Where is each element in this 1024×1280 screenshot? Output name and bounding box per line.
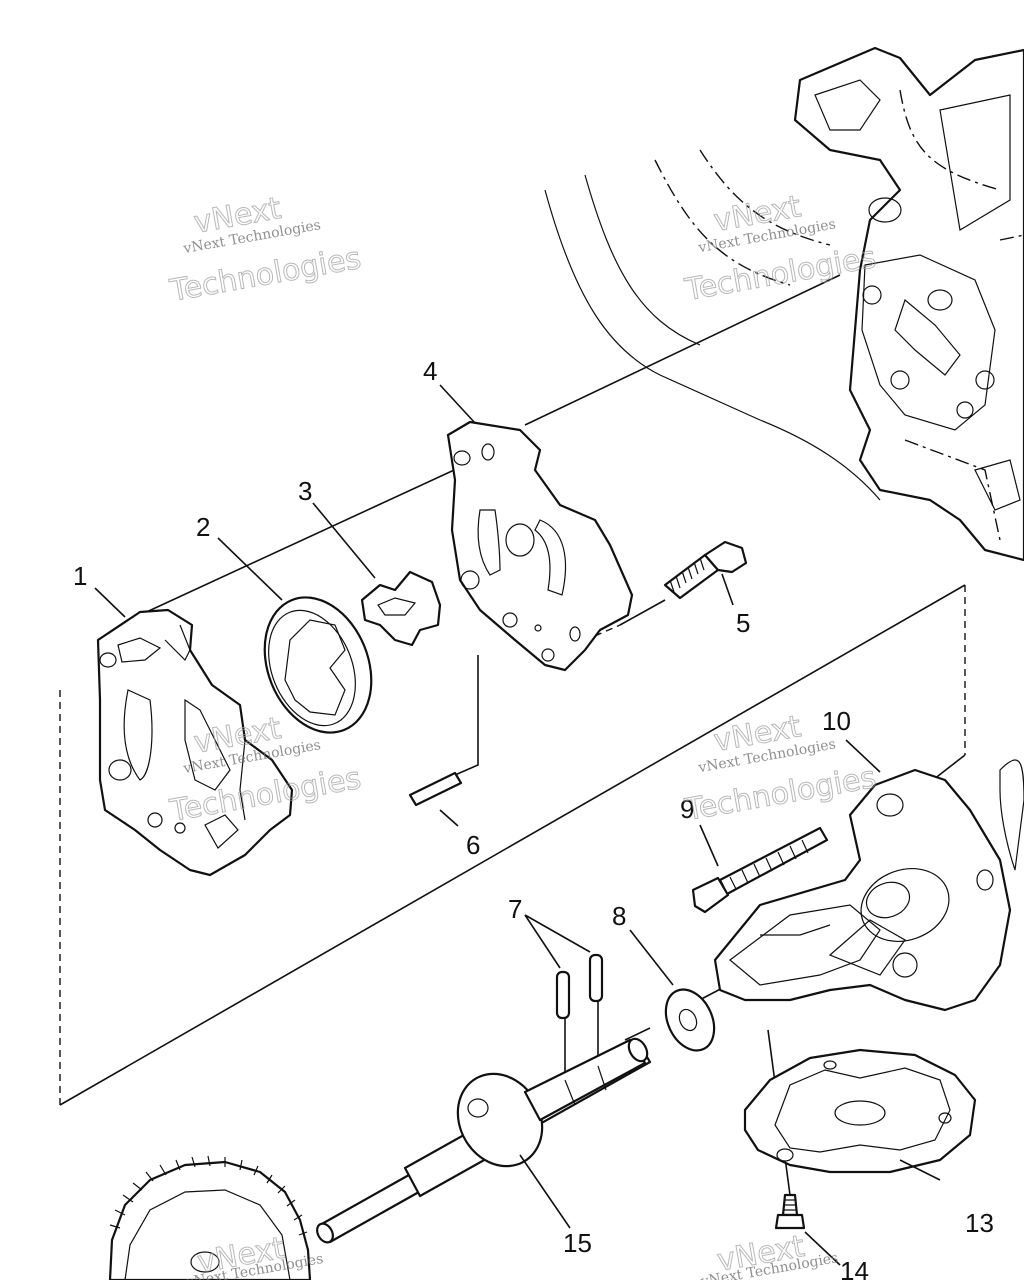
callout-7: 7 [508,894,522,924]
part-9-long-bolt [691,826,829,914]
part-14-screw [774,1193,806,1230]
callout-9: 9 [680,794,694,824]
part-13-screen [743,1048,977,1174]
callout-15: 15 [563,1228,592,1258]
part-6-dowel-pin [408,771,463,807]
callout-1: 1 [73,561,87,591]
part-1-pump-body [96,608,294,877]
callout-6: 6 [466,830,480,860]
part-15-shaft [316,1037,652,1244]
part-3-inner-rotor [360,570,442,647]
callout-10: 10 [822,706,851,736]
callout-5: 5 [736,608,750,638]
part-7-pins [555,953,604,1020]
engine-block [544,46,1024,562]
callout-leaders [94,384,941,1266]
gear [108,1155,312,1280]
part-8-washer [664,988,716,1052]
callout-8: 8 [612,901,626,931]
callout-4: 4 [423,356,437,386]
part-10-strainer-housing [713,759,1024,1012]
callout-13: 13 [965,1208,994,1238]
part-5-bolt [663,540,748,600]
part-4-pump-cover [446,420,634,672]
callout-14: 14 [840,1256,869,1280]
callout-labels: 1 2 3 4 5 6 7 8 9 10 13 14 15 [73,356,994,1280]
callout-3: 3 [298,476,312,506]
callout-2: 2 [196,512,210,542]
part-2-outer-rotor [263,596,373,734]
